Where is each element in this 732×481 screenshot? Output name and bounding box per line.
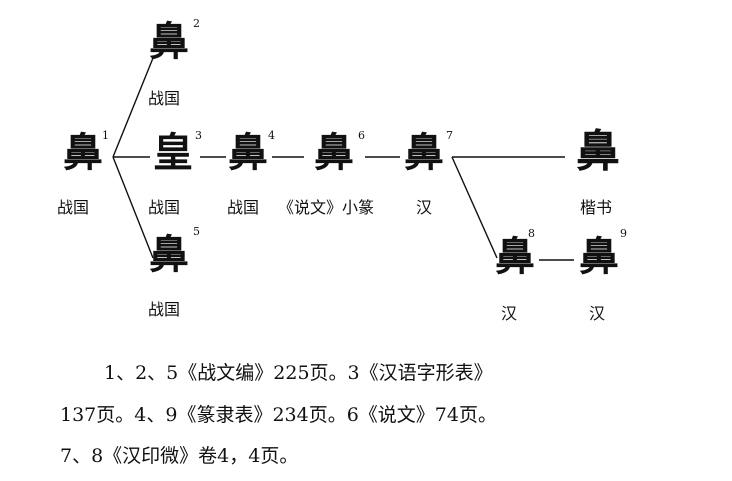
- branch-line-1-5: [112, 156, 154, 259]
- branch-line-7-8: [451, 156, 498, 259]
- glyph-7: 鼻: [404, 129, 444, 176]
- footnote-number-4: 4: [268, 129, 275, 142]
- footnote-number-3: 3: [195, 129, 202, 142]
- label-1: 战国: [57, 198, 90, 217]
- glyph-kaishu: 鼻: [576, 126, 620, 177]
- glyph-5: 鼻: [149, 231, 189, 278]
- glyph-3: 皇: [153, 129, 193, 176]
- caption-line-3: 7、8《汉印微》卷4，4页。: [60, 445, 299, 467]
- label-8: 汉: [501, 304, 518, 323]
- label-4: 战国: [227, 198, 260, 217]
- caption-line-1: 1、2、5《战文编》225页。3《汉语字形表》: [104, 362, 493, 384]
- glyph-9: 鼻: [579, 233, 619, 280]
- footnote-number-7: 7: [446, 129, 453, 142]
- glyph-8: 鼻: [495, 233, 535, 280]
- glyph-1: 鼻: [63, 129, 103, 176]
- label-9: 汉: [589, 304, 606, 323]
- label-kaishu: 楷书: [580, 198, 613, 217]
- glyph-4: 鼻: [228, 129, 268, 176]
- caption-line-2: 137页。4、9《篆隶表》234页。6《说文》74页。: [60, 404, 497, 426]
- glyph-6: 鼻: [314, 129, 354, 176]
- label-3: 战国: [148, 198, 181, 217]
- label-6: 《说文》小篆: [278, 198, 375, 217]
- footnote-number-6: 6: [358, 129, 365, 142]
- footnote-number-2: 2: [193, 17, 200, 30]
- label-5: 战国: [148, 300, 181, 319]
- footnote-number-9: 9: [620, 227, 627, 240]
- footnote-number-1: 1: [102, 129, 109, 142]
- footnote-number-5: 5: [193, 225, 200, 238]
- glyph-2: 鼻: [149, 18, 189, 65]
- branch-line-1-2: [112, 57, 154, 158]
- label-2: 战国: [148, 89, 181, 108]
- footnote-number-8: 8: [528, 227, 535, 240]
- label-7: 汉: [416, 198, 433, 217]
